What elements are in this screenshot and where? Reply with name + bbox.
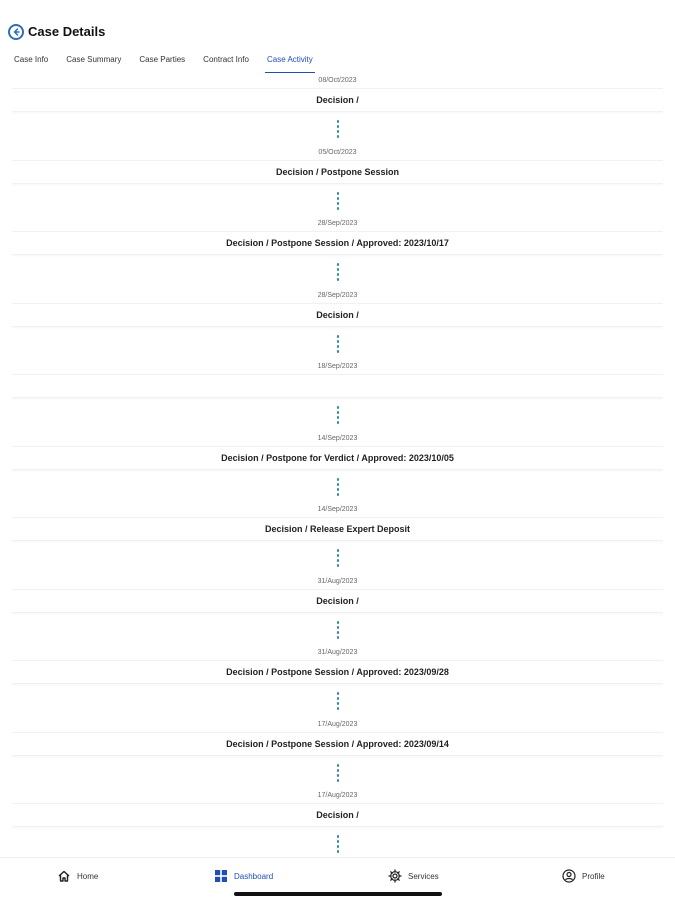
activity-card[interactable]: [12, 374, 663, 398]
activity-date: 28/Sep/2023: [317, 291, 358, 299]
nav-profile[interactable]: Profile: [562, 869, 605, 883]
tab-case-summary[interactable]: Case Summary: [66, 55, 122, 64]
timeline-item: 05/Oct/2023 Decision / Postpone Session: [12, 144, 663, 216]
tab-case-activity[interactable]: Case Activity: [264, 54, 315, 73]
activity-card[interactable]: Decision /: [12, 588, 663, 613]
activity-card[interactable]: Decision / Release Expert Deposit: [12, 517, 663, 541]
activity-card[interactable]: Decision / Postpone Session / Approved: …: [12, 231, 663, 255]
tab-case-info[interactable]: Case Info: [14, 55, 49, 64]
bottom-navigation: Home Dashboard Services Profile: [0, 857, 675, 900]
activity-card[interactable]: Decision / Postpone for Verdict / Approv…: [12, 445, 663, 470]
user-circle-icon: [562, 869, 576, 883]
timeline-item: 28/Sep/2023 Decision / Postpone Session …: [12, 215, 663, 287]
header: Case Details: [0, 0, 675, 52]
timeline-item: 08/Oct/2023 Decision /: [12, 72, 663, 144]
activity-description: Decision /: [316, 810, 359, 820]
tab-contract-info[interactable]: Contract Info: [203, 55, 249, 64]
tab-bar: Case Info Case Summary Case Parties Cont…: [12, 54, 315, 73]
activity-description: Decision /: [316, 309, 359, 320]
timeline-connector: [335, 477, 341, 496]
activity-card[interactable]: Decision / Postpone Session: [12, 159, 663, 184]
nav-services-label: Services: [408, 871, 439, 881]
timeline-item: 18/Sep/2023: [12, 358, 663, 430]
timeline-connector: [335, 263, 341, 281]
page-title: Case Details: [28, 24, 106, 39]
activity-date: 14/Sep/2023: [317, 506, 358, 513]
activity-card[interactable]: Decision / Postpone Session / Approved: …: [12, 731, 663, 756]
timeline-item: 17/Aug/2023 Decision / Postpone Session …: [12, 716, 663, 788]
activity-card[interactable]: Decision /: [12, 803, 663, 827]
activity-description: Decision / Postpone Session / Approved: …: [226, 738, 449, 749]
activity-date: 08/Oct/2023: [318, 77, 357, 84]
nav-home[interactable]: Home: [57, 869, 98, 883]
nav-dashboard-label: Dashboard: [234, 871, 274, 881]
home-indicator: [234, 892, 442, 896]
activity-description: Decision /: [316, 595, 359, 606]
activity-description: Decision / Postpone Session: [275, 166, 400, 177]
timeline-item: 14/Sep/2023 Decision / Postpone for Verd…: [12, 430, 663, 502]
timeline-connector: [335, 120, 341, 138]
timeline-connector: [335, 191, 341, 210]
activity-card[interactable]: Decision /: [12, 302, 663, 327]
timeline-connector: [335, 692, 341, 710]
timeline-item: 31/Aug/2023 Decision / Postpone Session …: [12, 644, 663, 716]
timeline-connector: [335, 763, 341, 782]
timeline-connector: [335, 835, 341, 853]
timeline-item: 28/Sep/2023 Decision /: [12, 287, 663, 359]
activity-date: 17/Aug/2023: [317, 720, 358, 728]
timeline-connector: [335, 549, 341, 567]
nav-dashboard[interactable]: Dashboard: [214, 869, 273, 883]
nav-profile-label: Profile: [582, 871, 605, 881]
activity-date: 14/Sep/2023: [317, 434, 358, 442]
activity-date: 28/Sep/2023: [317, 220, 358, 227]
activity-date: 05/Oct/2023: [318, 148, 357, 156]
timeline-connector: [335, 334, 341, 353]
activity-description: Decision / Release Expert Deposit: [264, 524, 411, 534]
timeline-item: 17/Aug/2023 Decision /: [12, 787, 663, 857]
activity-date: 31/Aug/2023: [317, 649, 358, 656]
nav-services[interactable]: Services: [388, 869, 439, 883]
activity-date: 17/Aug/2023: [317, 792, 358, 799]
timeline-item: 31/Aug/2023 Decision /: [12, 573, 663, 645]
activity-date: 18/Sep/2023: [317, 363, 358, 370]
back-arrow-icon[interactable]: [8, 24, 24, 40]
tab-case-parties[interactable]: Case Parties: [139, 55, 186, 64]
activity-description: Decision / Postpone Session / Approved: …: [226, 238, 449, 248]
nav-home-label: Home: [77, 871, 99, 881]
home-icon: [58, 870, 70, 882]
grid-icon: [215, 870, 227, 882]
activity-timeline[interactable]: 08/Oct/2023 Decision / 05/Oct/2023 Decis…: [12, 72, 663, 857]
activity-description: Decision /: [316, 95, 359, 105]
activity-card[interactable]: Decision / Postpone Session / Approved: …: [12, 660, 663, 684]
activity-description: Decision / Postpone for Verdict / Approv…: [221, 452, 454, 463]
timeline-item: 14/Sep/2023 Decision / Release Expert De…: [12, 501, 663, 573]
gear-icon: [388, 869, 402, 883]
timeline-connector: [335, 406, 341, 424]
activity-description: Decision / Postpone Session / Approved: …: [226, 667, 449, 677]
timeline-connector: [335, 620, 341, 639]
activity-date: 31/Aug/2023: [317, 577, 358, 585]
activity-card[interactable]: Decision /: [12, 88, 663, 112]
